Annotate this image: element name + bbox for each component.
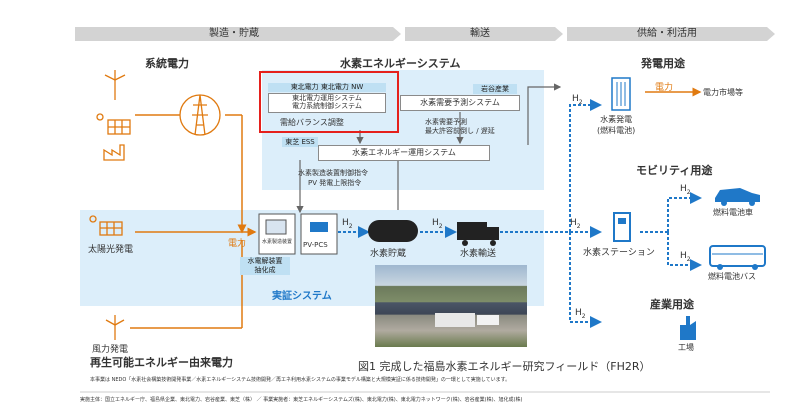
- power-label: 電力: [228, 239, 247, 249]
- electrolyzer-tag-line2: 抽化成: [254, 266, 276, 274]
- h2-sub-7: 2: [686, 255, 691, 263]
- pvpcs-label: PV-PCS: [303, 241, 328, 249]
- h2-text-3: H: [570, 218, 577, 228]
- h2-label-5: H2: [575, 308, 586, 320]
- forecast-line1: 水素需要予測: [425, 118, 467, 126]
- fuelcell-gen-line1: 水素発電: [600, 115, 633, 124]
- h2-sub-3: 2: [576, 222, 581, 230]
- h2-sub-4: 2: [578, 98, 583, 106]
- h2-sub-6: 2: [686, 188, 691, 196]
- h2-label-4: H2: [572, 94, 583, 106]
- fuelcell-gen-label: 水素発電 (燃料電池): [597, 114, 635, 136]
- fcv-label: 燃料電池車: [713, 208, 753, 217]
- market-label: 電力市場等: [703, 88, 743, 97]
- toshiba-tag: 東芝 ESS: [282, 137, 318, 147]
- demo-system-header: 実証システム: [272, 291, 332, 302]
- tohoku-system-box: 東北電力運用システム 電力系統制御システム: [268, 93, 386, 113]
- h2-sub-2: 2: [438, 222, 443, 230]
- h2-text-4: H: [572, 94, 579, 104]
- h2-label-7: H2: [680, 251, 691, 263]
- footnote-1: 本事業は NEDO「水素社会構築技術開発事業／水素エネルギーシステム技術開発／再…: [90, 377, 511, 383]
- h2-label-3: H2: [570, 218, 581, 230]
- fh2r-photo: [375, 265, 527, 347]
- h2-text-6: H: [680, 184, 687, 194]
- grid-power-header: 系統電力: [145, 57, 189, 70]
- photo-building: [435, 313, 475, 327]
- fuelcell-gen-line2: (燃料電池): [597, 126, 636, 135]
- balance-label: 需給バランス調整: [280, 118, 344, 127]
- figure-caption: 図1 完成した福島水素エネルギー研究フィールド（FH2R）: [358, 360, 651, 373]
- fcbus-label: 燃料電池バス: [708, 272, 756, 281]
- tohoku-line1: 東北電力運用システム: [292, 94, 362, 102]
- tohoku-line2: 電力系統制御システム: [292, 102, 362, 110]
- h2-system-header: 水素エネルギーシステム: [340, 57, 461, 70]
- demand-system-box: 水素需要予測システム: [400, 95, 520, 111]
- band-supply: 供給・利活用: [567, 27, 775, 41]
- renewable-title: 再生可能エネルギー由来電力: [90, 356, 233, 369]
- storage-label: 水素貯蔵: [370, 249, 407, 259]
- command-line1: 水素製造装置制御指令: [298, 169, 368, 177]
- station-label: 水素ステーション: [583, 248, 655, 258]
- factory-label: 工場: [678, 343, 694, 352]
- power-use-header: 発電用途: [641, 57, 685, 70]
- transport-label: 水素輸送: [460, 249, 497, 259]
- h2-label-1: H2: [342, 218, 353, 230]
- h2-sub-1: 2: [348, 222, 353, 230]
- h2-sub-5: 2: [581, 312, 586, 320]
- photo-tank: [477, 315, 499, 325]
- band-manufacturing: 製造・貯蔵: [75, 27, 401, 41]
- tohoku-highlight: [259, 71, 399, 133]
- electrolyzer-tag-line1: 水電解装置: [247, 257, 283, 265]
- electrolyzer-tag: 水電解装置 抽化成: [240, 257, 290, 275]
- h2-text-5: H: [575, 308, 582, 318]
- h2-text-7: H: [680, 251, 687, 261]
- industry-use-header: 産業用途: [650, 298, 694, 311]
- command-line2: PV 発電上限指令: [308, 179, 362, 187]
- footnote-2: 実施主体：国立エネルギー庁、福島県企業、東北電力、岩谷産業、東芝（株） ／ 事業…: [80, 397, 523, 403]
- tohoku-tag: 東北電力 東北電力 NW: [268, 83, 386, 92]
- forecast-line2: 最大許容前倒し / 遅延: [425, 127, 495, 135]
- h2-text-1: H: [342, 218, 349, 228]
- iwatani-tag: 岩谷産業: [473, 84, 517, 94]
- ops-system-box: 水素エネルギー運用システム: [318, 145, 490, 161]
- band-transport: 輸送: [405, 27, 563, 41]
- h2-text-2: H: [432, 218, 439, 228]
- h2-label-2: H2: [432, 218, 443, 230]
- power-label-2: 電力: [655, 83, 674, 93]
- mobility-use-header: モビリティ用途: [636, 164, 713, 177]
- electrolyzer-label: 水素製造装置: [262, 239, 293, 245]
- solar-label: 太陽光発電: [88, 245, 134, 255]
- wind-label: 風力発電: [92, 345, 129, 355]
- h2-label-6: H2: [680, 184, 691, 196]
